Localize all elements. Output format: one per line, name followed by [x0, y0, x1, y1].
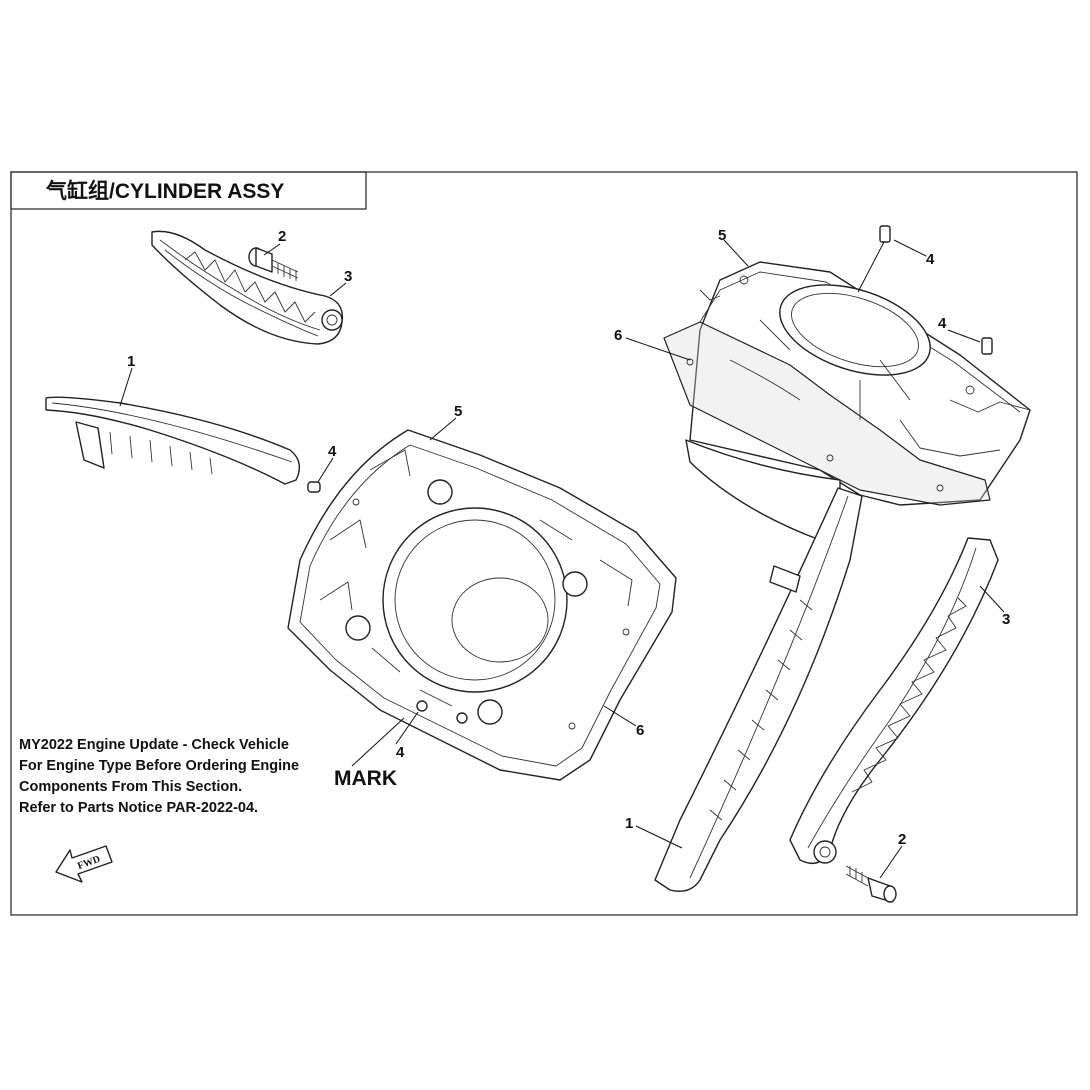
right-dowel-pin-top — [879, 225, 891, 243]
left-cylinder-block — [287, 429, 677, 781]
right-dowel-pin-side — [981, 337, 993, 355]
left-tensioner-guide — [151, 230, 344, 345]
left-guide-bolt — [248, 247, 299, 281]
callout-left-3: 3 — [344, 268, 352, 285]
callout-left-2: 2 — [278, 228, 286, 245]
engine-update-notice: MY2022 Engine Update - Check Vehicle For… — [19, 735, 319, 819]
callout-right-1: 1 — [625, 815, 633, 832]
right-chain-guide — [654, 487, 863, 892]
diagram-frame — [10, 171, 1078, 916]
callout-left-4b: 4 — [396, 744, 405, 761]
forward-arrow-icon: FWD — [55, 845, 113, 883]
notice-line: Refer to Parts Notice PAR-2022-04. — [19, 800, 259, 816]
callout-right-4b: 4 — [938, 315, 947, 332]
left-chain-guide — [45, 396, 301, 485]
callout-left-4: 4 — [328, 443, 337, 460]
notice-line: Components From This Section. — [19, 779, 243, 795]
callout-right-5: 5 — [718, 227, 726, 244]
notice-line: For Engine Type Before Ordering Engine — [19, 758, 300, 774]
callout-right-3: 3 — [1002, 611, 1010, 628]
right-cylinder-block — [663, 261, 1031, 541]
diagram-title: 气缸组/CYLINDER ASSY — [45, 179, 284, 203]
mark-label: MARK — [334, 767, 397, 790]
callout-right-2: 2 — [898, 831, 906, 848]
left-dowel-pin — [307, 481, 321, 493]
callout-right-6: 6 — [614, 327, 622, 344]
title-box — [10, 171, 367, 210]
callout-left-6: 6 — [636, 722, 644, 739]
right-tensioner-guide — [789, 537, 999, 864]
callout-left-5: 5 — [454, 403, 462, 420]
callout-right-4a: 4 — [926, 251, 935, 268]
callout-left-1: 1 — [127, 353, 135, 370]
right-guide-bolt — [845, 865, 897, 903]
notice-line: MY2022 Engine Update - Check Vehicle — [19, 737, 289, 753]
